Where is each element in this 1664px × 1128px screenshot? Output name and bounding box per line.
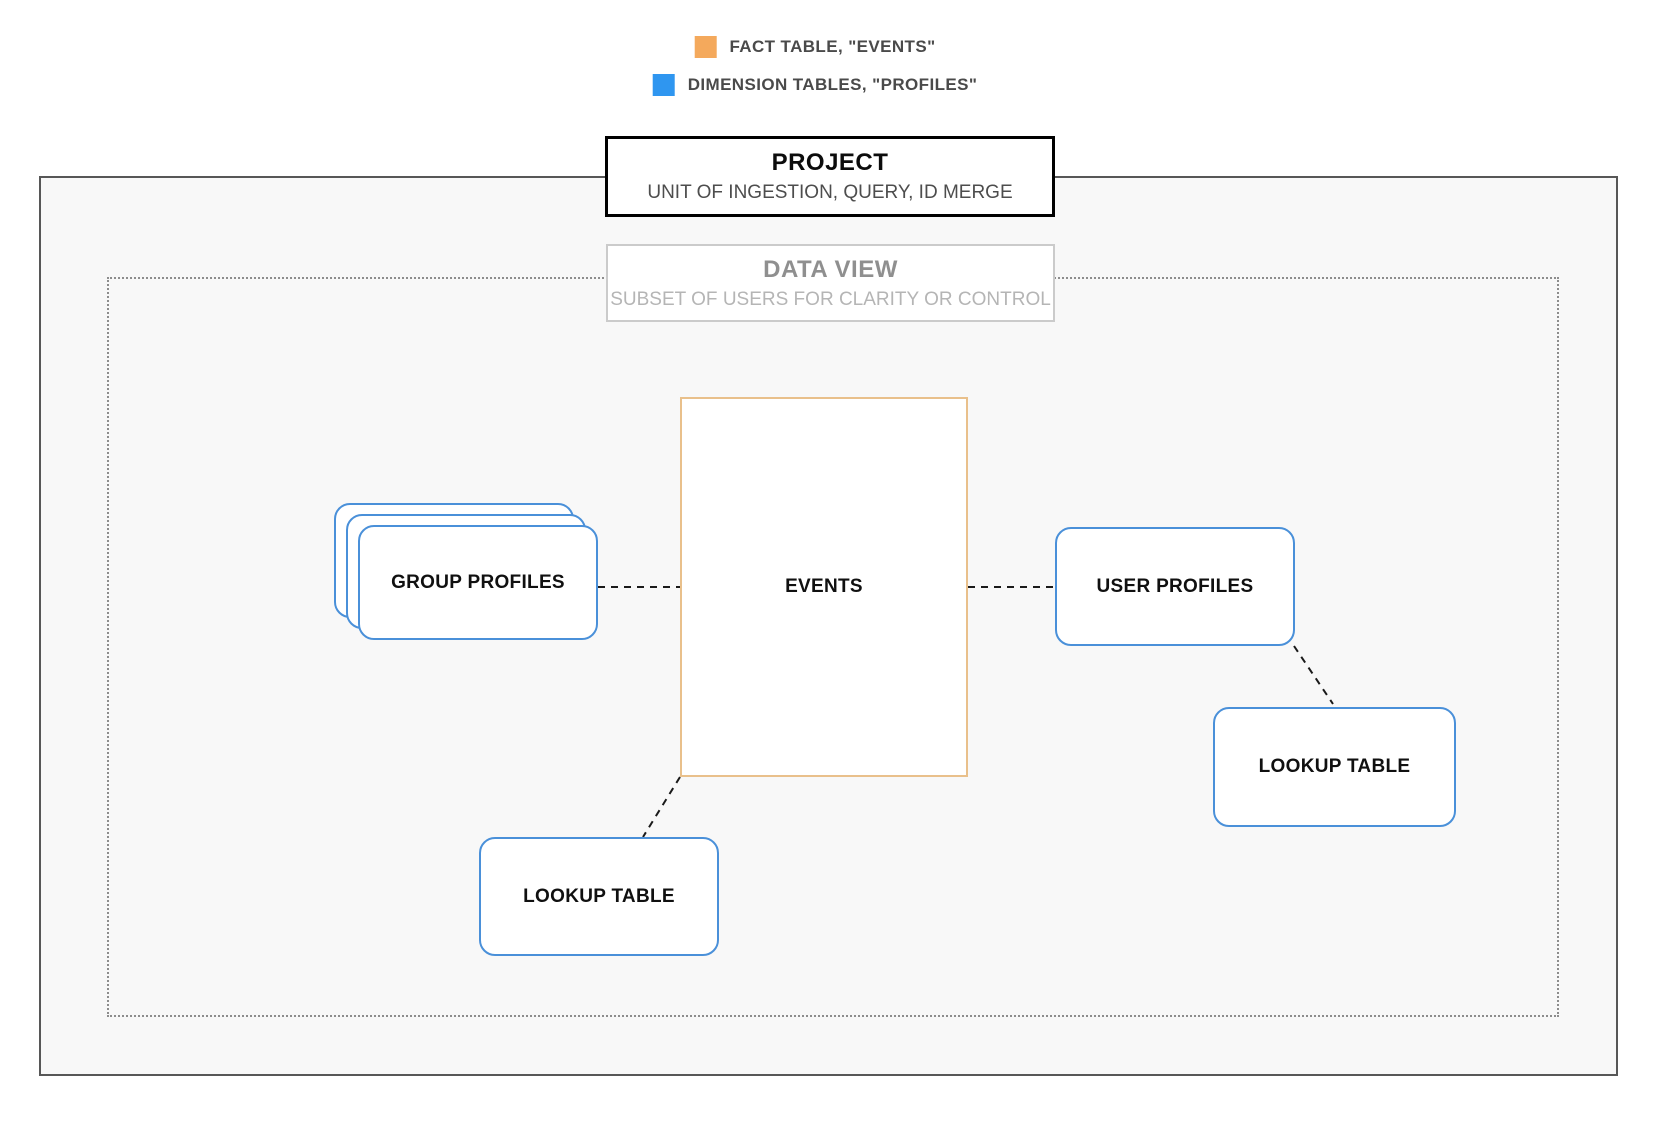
project-subtitle: UNIT OF INGESTION, QUERY, ID MERGE xyxy=(647,182,1013,203)
data-view-title-box: DATA VIEW SUBSET OF USERS FOR CLARITY OR… xyxy=(606,244,1055,322)
node-group-profiles: GROUP PROFILES xyxy=(358,525,598,640)
data-view-title: DATA VIEW xyxy=(763,255,898,283)
data-view-subtitle: SUBSET OF USERS FOR CLARITY OR CONTROL xyxy=(610,288,1051,310)
connector-events-to-lookup-table-left xyxy=(642,776,681,838)
node-user-profiles-label: USER PROFILES xyxy=(1096,575,1254,597)
legend-item-dimension-tables: DIMENSION TABLES, "PROFILES" xyxy=(652,73,978,97)
node-user-profiles: USER PROFILES xyxy=(1055,527,1295,646)
node-lookup-table-left: LOOKUP TABLE xyxy=(479,837,719,956)
connector-user-profiles-to-lookup-table-right xyxy=(1293,645,1334,705)
project-title-box: PROJECT UNIT OF INGESTION, QUERY, ID MER… xyxy=(605,136,1055,217)
node-lookup-table-right-label: LOOKUP TABLE xyxy=(1258,756,1411,777)
node-events-label: EVENTS xyxy=(785,576,863,597)
legend-label-dimension-tables: DIMENSION TABLES, "PROFILES" xyxy=(687,75,978,94)
legend-label-fact-table: FACT TABLE, "EVENTS" xyxy=(729,37,936,56)
dimension-tables-swatch-icon xyxy=(652,74,675,96)
fact-table-swatch-icon xyxy=(694,36,717,58)
node-group-profiles-label: GROUP PROFILES xyxy=(391,571,565,593)
node-lookup-table-left-label: LOOKUP TABLE xyxy=(523,885,675,907)
legend: FACT TABLE, "EVENTS" DIMENSION TABLES, "… xyxy=(652,35,978,97)
legend-item-fact-table: FACT TABLE, "EVENTS" xyxy=(694,35,935,59)
node-lookup-table-right: LOOKUP TABLE xyxy=(1213,707,1456,827)
node-events: EVENTS xyxy=(680,397,968,777)
project-title: PROJECT xyxy=(771,149,889,176)
